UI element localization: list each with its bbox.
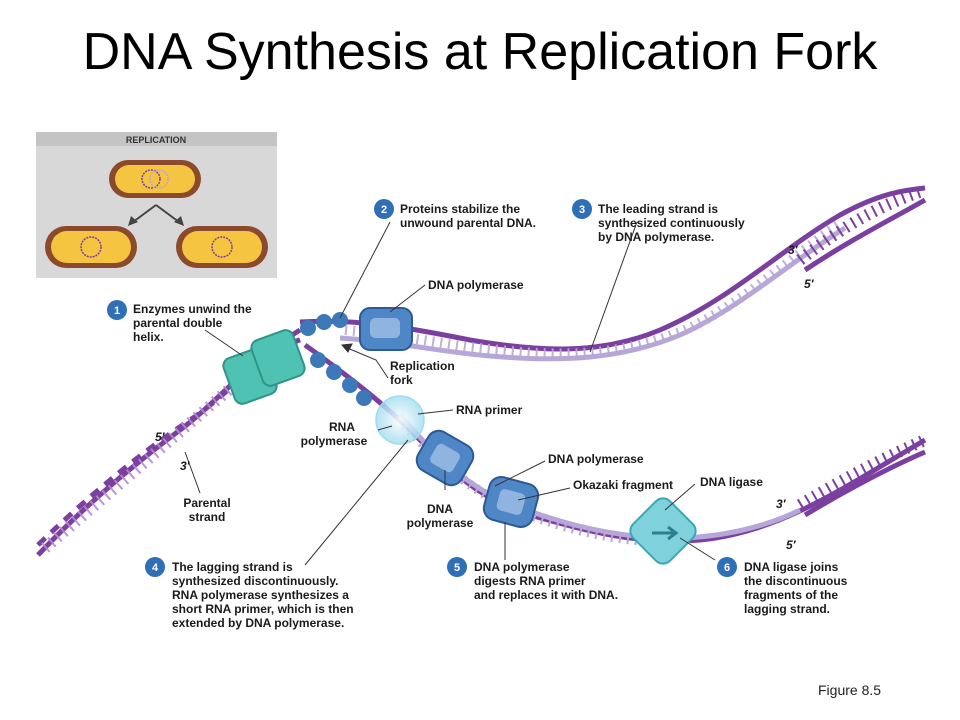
step-6-line-1: DNA ligase joins [744,560,839,574]
bacterium-daughter-left [45,226,137,268]
step-3-number: 3 [579,204,585,216]
step-6-line-4: lagging strand. [744,602,830,616]
label-dna-polymerase-low-line-1: DNA [427,502,453,516]
step-6: 6 DNA ligase joins the discontinuous fra… [717,557,848,616]
step-1-number: 1 [114,305,120,317]
label-parental-strand-line-2: strand [189,510,226,524]
label-rna-primer: RNA primer [456,403,523,417]
leader-lines [204,221,716,566]
step-5-line-1: DNA polymerase [474,560,570,574]
label-replication-fork-line-2: fork [390,373,413,387]
bacterium-daughter-right [176,226,268,268]
end-label-left-5: 5′ [155,430,166,444]
step-5-line-3: and replaces it with DNA. [474,588,618,602]
inset-header-bar [36,132,277,146]
step-2-line-2: unwound parental DNA. [400,216,536,230]
step-3: 3 The leading strand is synthesized cont… [572,199,745,244]
step-5-number: 5 [454,562,460,574]
inset-heading: REPLICATION [126,135,186,145]
end-label-top-5: 5′ [804,277,815,291]
slide-title: DNA Synthesis at Replication Fork [82,23,878,81]
step-2: 2 Proteins stabilize the unwound parenta… [374,199,536,230]
end-label-bottom-5: 5′ [786,538,797,552]
step-3-line-3: by DNA polymerase. [598,230,714,244]
label-parental-strand-line-1: Parental [183,496,230,510]
step-4-line-5: extended by DNA polymerase. [172,616,344,630]
label-dna-polymerase-low-line-2: polymerase [407,516,474,530]
step-4-line-4: short RNA primer, which is then [172,602,354,616]
dna-polymerase-lagging-lower [482,475,540,529]
label-rna-polymerase-line-2: polymerase [301,434,368,448]
step-1-line-2: parental double [133,316,223,330]
helicase-enzyme [222,329,306,405]
label-dna-polymerase-mid: DNA polymerase [548,452,644,466]
step-6-line-2: the discontinuous [744,574,848,588]
label-dna-ligase: DNA ligase [700,475,763,489]
dna-polymerase-lagging-upper [415,429,475,487]
label-replication-fork-line-1: Replication [390,359,455,373]
end-label-left-3: 3′ [180,459,191,473]
step-2-line-1: Proteins stabilize the [400,202,520,216]
step-5: 5 DNA polymerase digests RNA primer and … [447,557,618,602]
step-4: 4 The lagging strand is synthesized disc… [145,557,354,630]
step-1-line-1: Enzymes unwind the [133,302,252,316]
figure-number: Figure 8.5 [818,682,882,698]
step-4-line-3: RNA polymerase synthesizes a [172,588,349,602]
step-1: 1 Enzymes unwind the parental double hel… [107,300,252,344]
replication-inset: REPLICATION [36,132,277,278]
step-6-line-3: fragments of the [744,588,838,602]
step-4-line-1: The lagging strand is [172,560,293,574]
step-6-number: 6 [724,562,730,574]
single-strand-binding-proteins [300,312,372,406]
step-4-line-2: synthesized discontinuously. [172,574,338,588]
label-dna-polymerase-top: DNA polymerase [428,278,524,292]
label-rna-polymerase-line-1: RNA [329,420,355,434]
step-1-line-3: helix. [133,330,164,344]
end-label-top-3: 3′ [788,243,799,257]
step-3-line-1: The leading strand is [598,202,718,216]
leading-strand [299,184,927,362]
step-4-number: 4 [152,562,159,574]
dna-polymerase-leading [359,307,413,351]
end-label-bottom-3: 3′ [776,497,787,511]
division-arrows [128,204,184,226]
label-okazaki-fragment: Okazaki fragment [573,478,673,492]
rna-primer-bubble [375,395,425,445]
parental-strand-leader [184,451,201,494]
step-2-number: 2 [381,204,387,216]
step-3-line-2: synthesized continuously [598,216,745,230]
step-5-line-2: digests RNA primer [474,574,586,588]
bacterium-parent [109,160,201,198]
dna-ligase-enzyme [629,497,697,565]
